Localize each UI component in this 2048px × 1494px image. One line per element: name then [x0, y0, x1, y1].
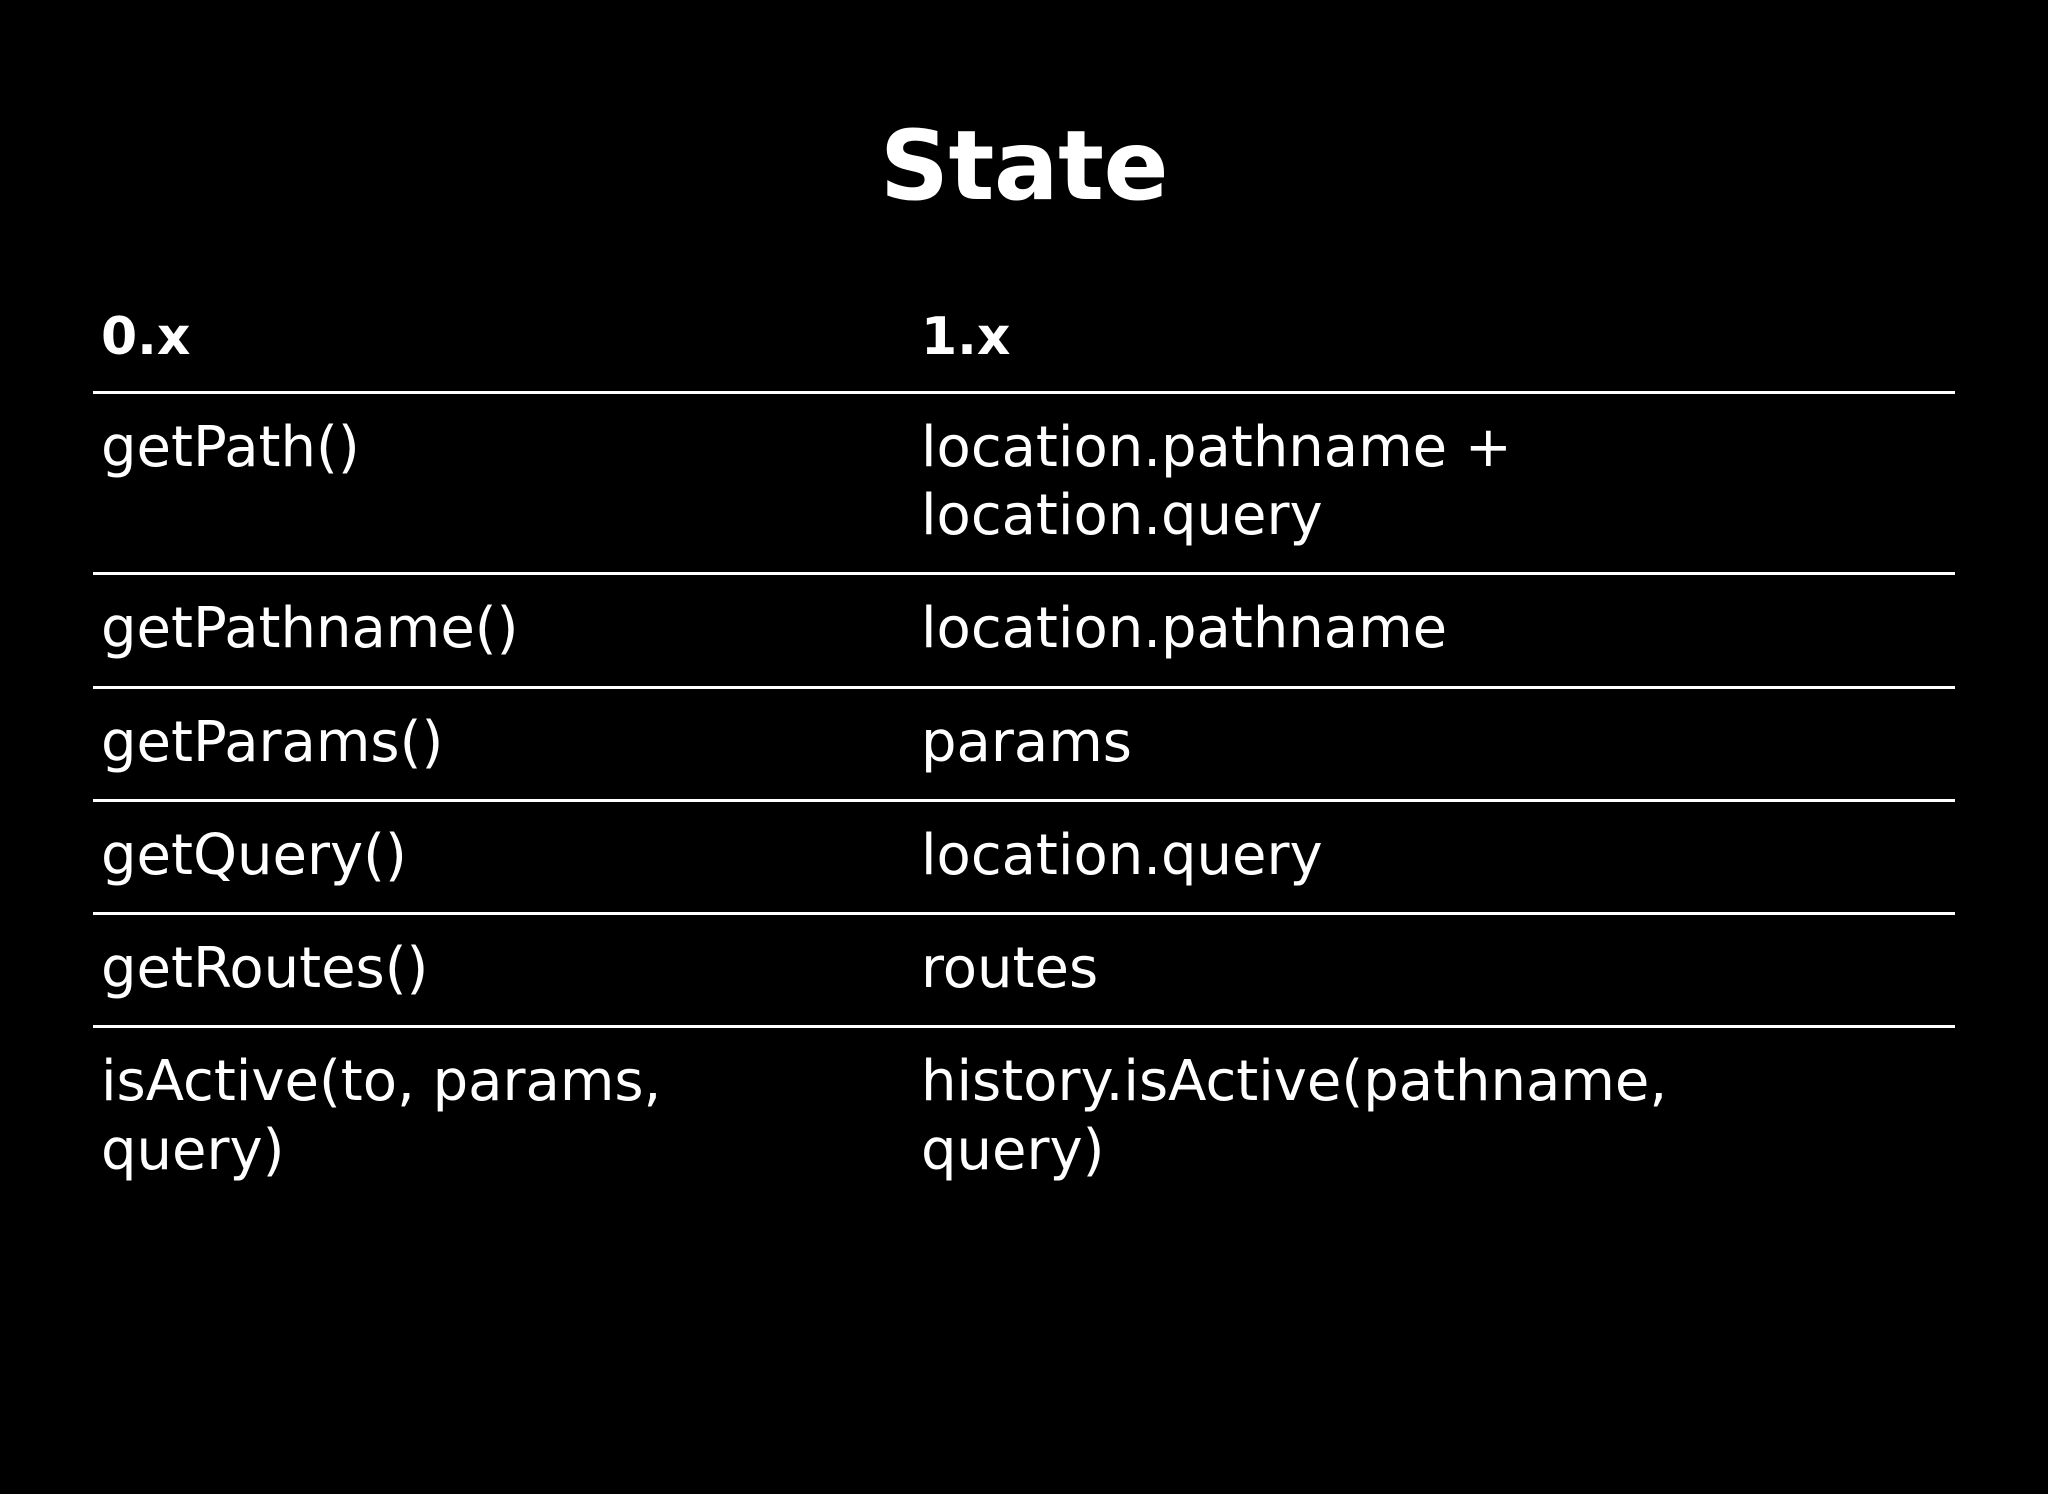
cell-new-api: history.isActive(pathname, query): [913, 1027, 1955, 1207]
table-row: getRoutes() routes: [93, 913, 1955, 1029]
table-row: getParams() params: [93, 687, 1955, 802]
cell-old-api: getParams(): [93, 687, 913, 802]
cell-old-api: getRoutes(): [93, 913, 913, 1029]
cell-new-api: routes: [913, 913, 1955, 1029]
cell-old-api: getPath(): [93, 392, 913, 576]
cell-old-api-text: isActive(to, params, query): [101, 1049, 662, 1183]
api-comparison-table: 0.x 1.x getPath() location.pathname + lo…: [93, 310, 1955, 1207]
cell-new-api-text: location.query: [921, 822, 1323, 888]
cell-old-api: getQuery(): [93, 800, 913, 916]
table-header-row: 0.x 1.x: [93, 310, 1955, 394]
table-row: getPathname() location.pathname: [93, 573, 1955, 689]
table-row: getQuery() location.query: [93, 800, 1955, 916]
cell-old-api-text: getPathname(): [101, 596, 519, 662]
cell-old-api-text: getPath(): [101, 414, 360, 480]
table-head: 0.x 1.x: [93, 310, 1955, 394]
cell-new-api-text: location.pathname: [921, 596, 1448, 662]
cell-old-api: getPathname(): [93, 573, 913, 689]
cell-new-api-text: history.isActive(pathname, query): [921, 1049, 1668, 1183]
cell-new-api-text: params: [921, 709, 1132, 775]
page-title: State: [879, 110, 1169, 222]
cell-new-api-text: routes: [921, 936, 1099, 1002]
cell-old-api-text: getQuery(): [101, 822, 407, 888]
cell-old-api: isActive(to, params, query): [93, 1027, 913, 1207]
cell-new-api: location.pathname: [913, 573, 1955, 689]
table-body: getPath() location.pathname + location.q…: [93, 392, 1955, 1207]
cell-new-api: location.query: [913, 800, 1955, 916]
cell-new-api: params: [913, 687, 1955, 802]
cell-old-api-text: getRoutes(): [101, 936, 429, 1002]
cell-old-api-text: getParams(): [101, 709, 444, 775]
comparison-table-container: 0.x 1.x getPath() location.pathname + lo…: [93, 310, 1955, 1207]
table-row: getPath() location.pathname + location.q…: [93, 392, 1955, 576]
cell-new-api: location.pathname + location.query: [913, 392, 1955, 576]
column-header-new-version: 1.x: [913, 310, 1955, 394]
table-row: isActive(to, params, query) history.isAc…: [93, 1027, 1955, 1207]
column-header-old-version: 0.x: [93, 310, 913, 394]
cell-new-api-text: location.pathname + location.query: [921, 414, 1512, 548]
